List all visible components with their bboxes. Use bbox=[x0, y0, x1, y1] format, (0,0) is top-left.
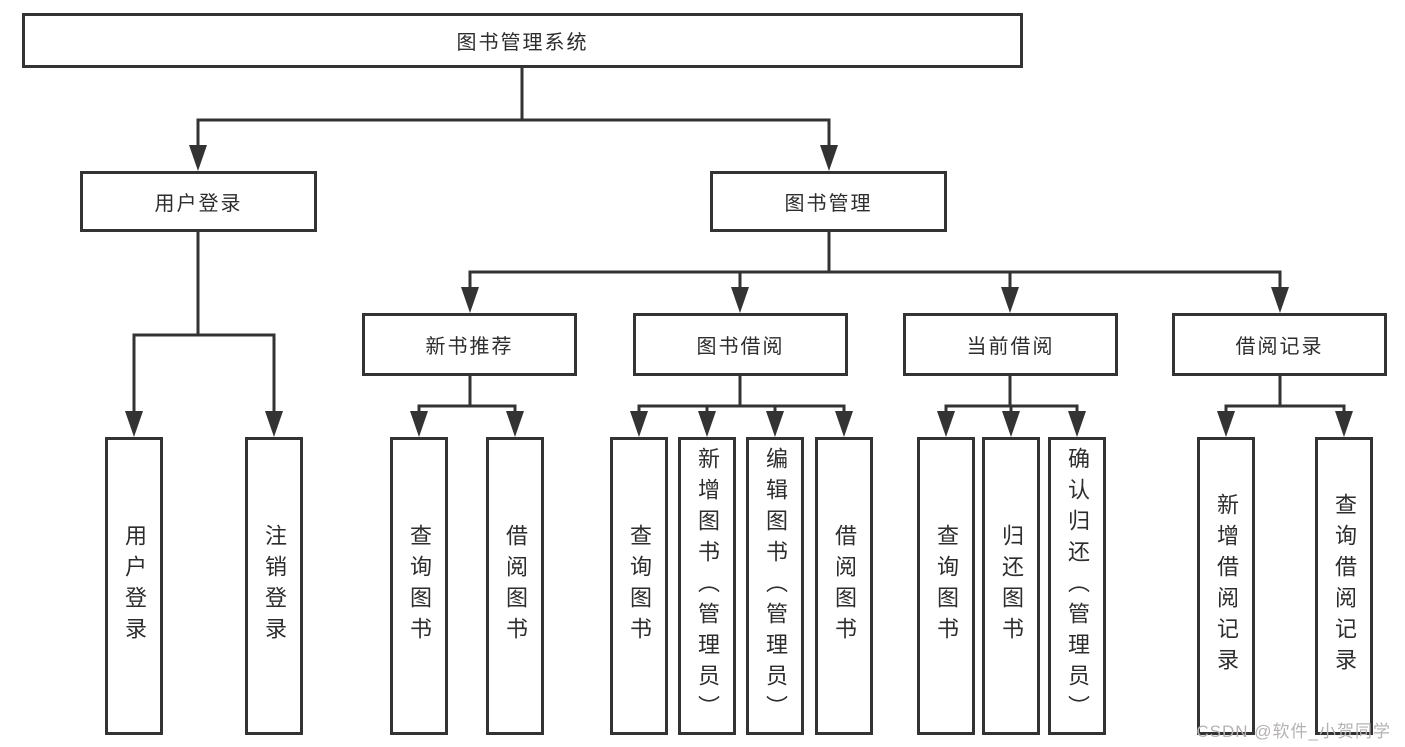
arrowhead bbox=[835, 411, 853, 437]
node-label: 图书借阅 bbox=[696, 336, 785, 358]
arrowhead bbox=[731, 287, 749, 313]
node-leaf-return-book: 归还图书 bbox=[982, 437, 1040, 735]
node-book-mgmt: 图书管理 bbox=[710, 171, 947, 232]
node-label: 图书管理 bbox=[784, 193, 873, 215]
arrowhead bbox=[1217, 411, 1235, 437]
node-label: 确认归还（管理员） bbox=[1065, 446, 1090, 726]
node-leaf-add-borrow-record: 新增借阅记录 bbox=[1197, 437, 1255, 735]
node-label: 新增借阅记录 bbox=[1214, 493, 1239, 679]
connector-line bbox=[468, 230, 1282, 294]
node-leaf-add-book-admin: 新增图书（管理员） bbox=[678, 437, 736, 735]
node-label: 归还图书 bbox=[999, 524, 1024, 648]
arrowhead bbox=[461, 287, 479, 313]
node-label: 借阅记录 bbox=[1235, 336, 1324, 358]
node-label: 借阅图书 bbox=[503, 524, 528, 648]
node-label: 查询图书 bbox=[934, 524, 959, 648]
connector-line bbox=[417, 374, 517, 418]
arrowhead bbox=[820, 145, 838, 171]
connector-current-borrow-to-leaves bbox=[937, 374, 1086, 437]
node-label: 新增图书（管理员） bbox=[695, 446, 720, 726]
node-label: 新书推荐 bbox=[425, 336, 514, 358]
arrowhead bbox=[630, 411, 648, 437]
arrowhead bbox=[1068, 411, 1086, 437]
csdn-watermark: CSDN @软件_小贺同学 bbox=[1196, 722, 1391, 741]
node-leaf-query-book-1: 查询图书 bbox=[390, 437, 448, 735]
node-leaf-query-borrow-record: 查询借阅记录 bbox=[1315, 437, 1373, 735]
connector-line bbox=[1224, 374, 1346, 418]
connector-line bbox=[637, 374, 846, 418]
node-current-borrow: 当前借阅 bbox=[903, 313, 1118, 376]
connector-book-mgmt-to-level3 bbox=[461, 230, 1289, 313]
node-book-borrow: 图书借阅 bbox=[633, 313, 848, 376]
connector-borrow-record-to-leaves bbox=[1217, 374, 1353, 437]
connector-new-book-to-leaves bbox=[410, 374, 524, 437]
node-user-login: 用户登录 bbox=[80, 171, 317, 232]
node-borrow-record: 借阅记录 bbox=[1172, 313, 1387, 376]
node-root-system: 图书管理系统 bbox=[22, 13, 1023, 68]
node-label: 查询图书 bbox=[407, 524, 432, 648]
arrowhead bbox=[766, 411, 784, 437]
arrowhead bbox=[410, 411, 428, 437]
connector-line bbox=[132, 230, 276, 418]
arrowhead bbox=[698, 411, 716, 437]
node-label: 查询图书 bbox=[627, 524, 652, 648]
arrowhead bbox=[189, 145, 207, 171]
node-label: 当前借阅 bbox=[966, 336, 1055, 358]
node-label: 用户登录 bbox=[154, 193, 243, 215]
node-new-book-recommend: 新书推荐 bbox=[362, 313, 577, 376]
arrowhead bbox=[1335, 411, 1353, 437]
arrowhead bbox=[265, 411, 283, 437]
node-label: 查询借阅记录 bbox=[1332, 493, 1357, 679]
arrowhead bbox=[1271, 287, 1289, 313]
node-label: 图书管理系统 bbox=[456, 32, 589, 54]
node-leaf-query-book-3: 查询图书 bbox=[917, 437, 975, 735]
connector-book-borrow-to-leaves bbox=[630, 374, 853, 437]
arrowhead bbox=[506, 411, 524, 437]
node-label: 编辑图书（管理员） bbox=[763, 446, 788, 726]
connector-line bbox=[196, 66, 831, 152]
node-label: 注销登录 bbox=[262, 524, 287, 648]
node-leaf-edit-book-admin: 编辑图书（管理员） bbox=[746, 437, 804, 735]
node-label: 用户登录 bbox=[122, 524, 147, 648]
node-leaf-user-login: 用户登录 bbox=[105, 437, 163, 735]
node-leaf-confirm-return-admin: 确认归还（管理员） bbox=[1048, 437, 1106, 735]
node-label: 借阅图书 bbox=[832, 524, 857, 648]
arrowhead bbox=[1002, 411, 1020, 437]
node-leaf-logout: 注销登录 bbox=[245, 437, 303, 735]
connector-root-to-level2 bbox=[189, 66, 838, 171]
node-leaf-borrow-book-1: 借阅图书 bbox=[486, 437, 544, 735]
node-leaf-query-book-2: 查询图书 bbox=[610, 437, 668, 735]
arrowhead bbox=[937, 411, 955, 437]
connector-user-login-to-leaves bbox=[125, 230, 283, 437]
connector-line bbox=[944, 374, 1079, 418]
node-leaf-borrow-book-2: 借阅图书 bbox=[815, 437, 873, 735]
arrowhead bbox=[125, 411, 143, 437]
arrowhead bbox=[1001, 287, 1019, 313]
